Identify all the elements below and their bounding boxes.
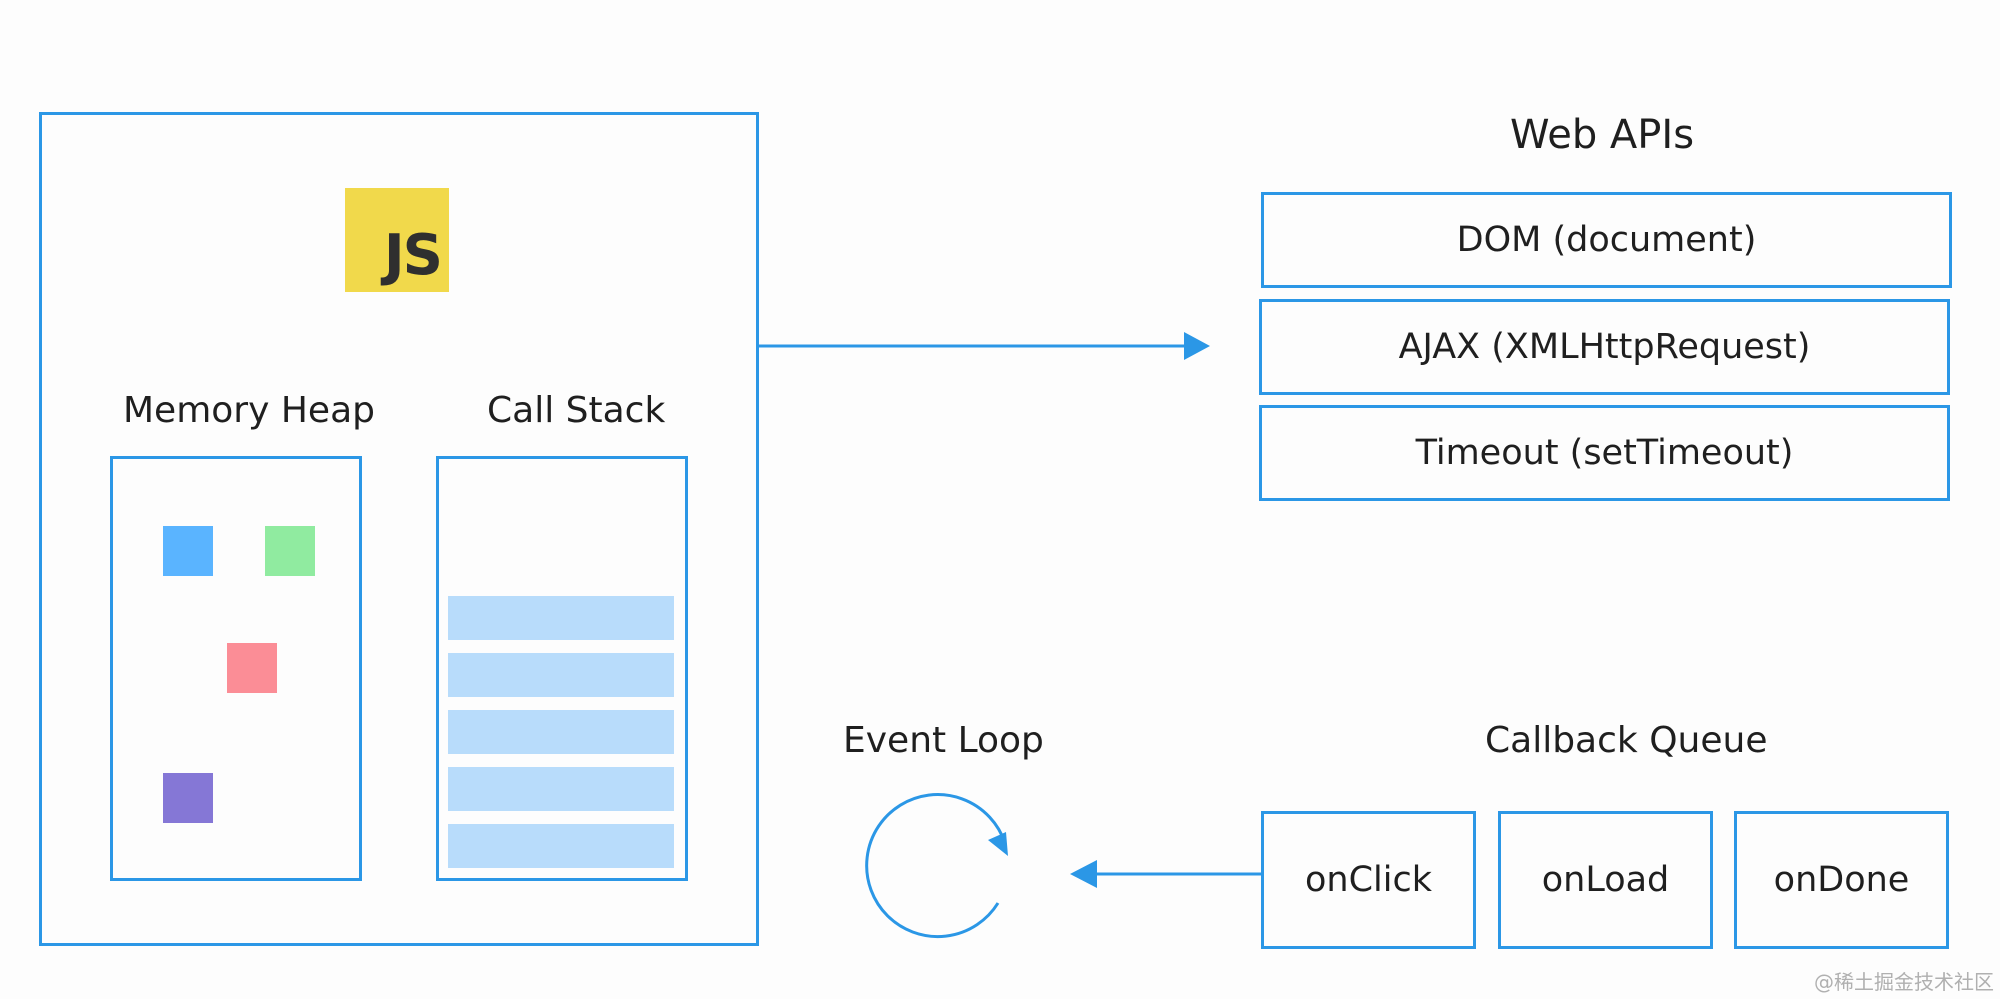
callback-ondone: onDone (1734, 811, 1949, 949)
web-api-ajax-label: AJAX (XMLHttpRequest) (1398, 326, 1811, 367)
web-api-dom-label: DOM (document) (1456, 219, 1757, 260)
loop-arrow-icon (865, 793, 1008, 939)
web-api-ajax: AJAX (XMLHttpRequest) (1259, 299, 1950, 395)
js-logo-icon: JS (345, 188, 449, 292)
js-logo-text: JS (383, 223, 443, 288)
heap-object-green (265, 526, 315, 576)
stack-frame (448, 596, 674, 640)
callback-onload-label: onLoad (1541, 859, 1670, 900)
heap-object-purple (163, 773, 213, 823)
stack-frame (448, 767, 674, 811)
memory-heap-box (110, 456, 362, 881)
callback-queue-title: Callback Queue (1485, 720, 1768, 761)
callback-onclick-label: onClick (1305, 859, 1432, 900)
watermark-text: @稀土掘金技术社区 (1814, 970, 1994, 994)
stack-frame (448, 824, 674, 868)
callback-onload: onLoad (1498, 811, 1713, 949)
callback-ondone-label: onDone (1773, 859, 1910, 900)
arrow-left-icon (1070, 860, 1261, 888)
call-stack-box (436, 456, 688, 881)
js-engine-box (39, 112, 759, 946)
web-apis-title: Web APIs (1510, 112, 1695, 158)
arrow-right-icon (759, 332, 1210, 360)
event-loop-title: Event Loop (843, 720, 1044, 761)
stack-frame (448, 653, 674, 697)
callback-onclick: onClick (1261, 811, 1476, 949)
call-stack-title: Call Stack (487, 390, 666, 431)
web-api-timeout: Timeout (setTimeout) (1259, 405, 1950, 501)
web-api-timeout-label: Timeout (setTimeout) (1415, 432, 1794, 473)
memory-heap-title: Memory Heap (123, 390, 375, 431)
stack-frame (448, 710, 674, 754)
heap-object-red (227, 643, 277, 693)
web-api-dom: DOM (document) (1261, 192, 1952, 288)
heap-object-blue (163, 526, 213, 576)
